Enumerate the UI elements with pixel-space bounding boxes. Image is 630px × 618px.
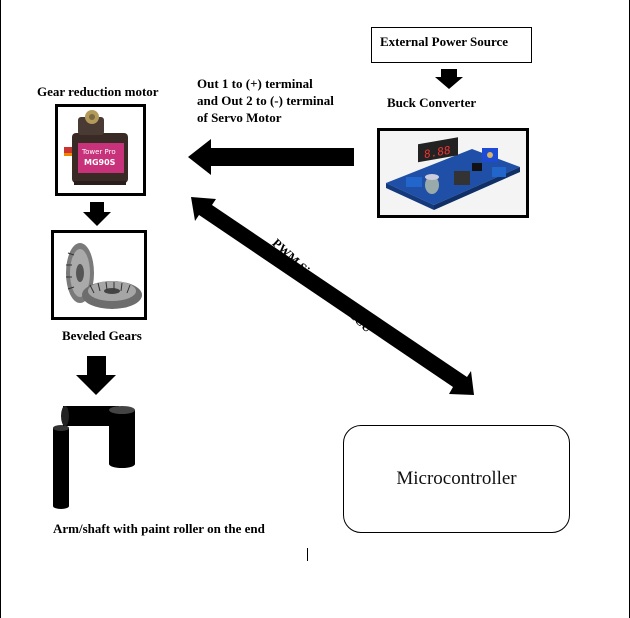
servo-motor-photo: Tower Pro MG90S [55,104,146,196]
external-power-label: External Power Source [380,34,509,49]
arrow-motor-to-gears [83,202,111,226]
gear-motor-label: Gear reduction motor [37,84,159,99]
beveled-gears-photo [51,230,147,320]
buck-converter-photo: 8.88 [377,128,529,218]
servo-model-text: MG90S [84,158,116,167]
arrow-buck-to-motor [188,139,354,175]
servo-brand-text: Tower Pro [81,148,116,156]
arm-shaft-label: Arm/shaft with paint roller on the end [53,521,265,536]
microcontroller-box: Microcontroller [343,425,570,533]
buck-converter-label: Buck Converter [387,95,477,110]
beveled-gears-label: Beveled Gears [62,328,142,343]
svg-text:8.88: 8.88 [424,144,450,162]
output-label-line2: and Out 2 to (-) terminal [197,93,334,108]
arrow-pwm-double [191,197,474,395]
microcontroller-label: Microcontroller [396,468,517,489]
arm-shaft-drawing [53,406,135,509]
output-label-line1: Out 1 to (+) terminal [197,76,313,91]
external-power-box: External Power Source [371,27,532,63]
output-label-line3: of Servo Motor [197,110,282,125]
arrow-gears-to-arm [76,356,116,395]
arrow-power-to-buck [435,69,463,89]
text-cursor [307,548,308,561]
